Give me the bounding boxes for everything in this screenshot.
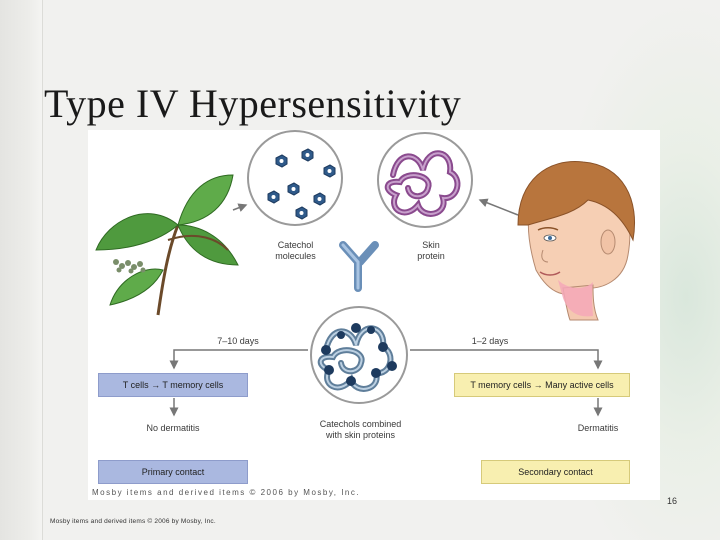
box-primary-contact: Primary contact (98, 460, 248, 484)
skin-protein-circle (377, 132, 473, 228)
person-face-icon (517, 161, 635, 321)
arrow-plant-to-catechol (232, 203, 248, 212)
label-catechols-combined: Catechols combined with skin proteins (319, 419, 402, 440)
slide-title: Type IV Hypersensitivity (44, 81, 462, 126)
figure-illustration (95, 130, 635, 417)
label-1-2-days: 1–2 days (471, 336, 509, 346)
arrow-face-to-protein (478, 198, 519, 216)
hypersensitivity-figure: Catechol molecules Skin protein 7–10 day… (88, 130, 660, 500)
poison-ivy-plant-icon (95, 174, 239, 316)
slide-side-stripe (0, 0, 43, 540)
box-t-memory-cells: T memory cells → Many active cells (454, 373, 630, 397)
label-skin-protein: Skin protein (417, 240, 445, 261)
label-dermatitis: Dermatitis (577, 423, 619, 433)
label-catechol-molecules: Catechol molecules (275, 240, 316, 261)
antibody-y-icon (339, 241, 379, 292)
page-number: 16 (667, 496, 678, 506)
catechols-combined-circle (310, 306, 408, 404)
arrow-right-branch (410, 349, 603, 370)
arrow-left-branch (169, 349, 308, 370)
box-secondary-contact: Secondary contact (481, 460, 630, 484)
label-7-10-days: 7–10 days (217, 336, 259, 346)
slide-footer: Mosby items and derived items © 2006 by … (50, 518, 216, 525)
label-no-dermatitis: No dermatitis (146, 423, 200, 433)
figure-credit: Mosby items and derived items © 2006 by … (92, 488, 361, 497)
catechol-molecules-circle (247, 130, 343, 226)
box-t-cells: T cells → T memory cells (98, 373, 248, 397)
